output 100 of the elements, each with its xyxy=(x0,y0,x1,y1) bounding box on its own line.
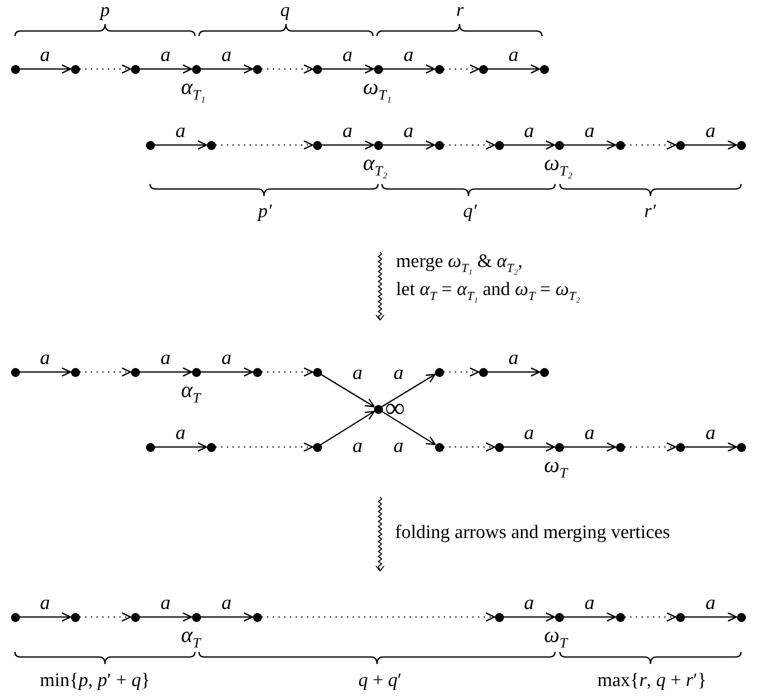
vertex-dot xyxy=(206,442,216,452)
edge-label: a xyxy=(524,423,534,443)
edge-label: a xyxy=(40,45,50,65)
edge-label: a xyxy=(160,593,170,613)
arrow xyxy=(80,367,132,377)
vertex-dot xyxy=(478,368,488,376)
arrow xyxy=(200,64,254,74)
arrow xyxy=(322,140,374,150)
arrow xyxy=(80,612,132,622)
segment-length: p xyxy=(100,0,110,22)
arrow xyxy=(322,64,374,74)
edge-label: a xyxy=(524,593,534,613)
arrow xyxy=(154,140,208,150)
arrow xyxy=(624,612,676,622)
vertex-dot xyxy=(434,64,444,74)
vertex-dot xyxy=(736,140,746,150)
edge-label: a xyxy=(40,593,50,613)
arrow xyxy=(80,64,132,74)
arrow xyxy=(564,612,616,622)
edge-label: a xyxy=(176,121,186,141)
segment-length: q + q′ xyxy=(358,670,402,692)
edge-label: a xyxy=(160,45,170,65)
vertex-dot xyxy=(616,612,624,622)
edge-label: a xyxy=(706,593,716,613)
arrow xyxy=(444,367,480,377)
vertex-dot xyxy=(374,64,382,74)
vertex-dot xyxy=(494,140,504,150)
arrow xyxy=(504,442,556,452)
arrow xyxy=(262,367,314,377)
edge-label: a xyxy=(160,348,170,368)
arrow xyxy=(684,612,738,622)
vertex-dot xyxy=(616,442,624,452)
edge-label: a xyxy=(222,348,232,368)
edge-label: a xyxy=(584,423,594,443)
arrow xyxy=(624,442,676,452)
vertex-dot xyxy=(434,368,444,376)
vertex-dot xyxy=(146,140,154,150)
segment-length: q′ xyxy=(463,201,477,223)
edge-label: a xyxy=(508,45,518,65)
arrow xyxy=(216,442,314,452)
step-note: folding arrows and merging vertices xyxy=(395,522,670,544)
edge-label: a xyxy=(176,423,186,443)
arrow xyxy=(684,442,738,452)
edge-label: a xyxy=(222,45,232,65)
vertex-dot xyxy=(478,64,488,74)
arrow xyxy=(488,64,540,74)
edge-label: a xyxy=(706,121,716,141)
arrow xyxy=(504,612,556,622)
vertex-dot xyxy=(206,140,216,150)
edge-label: a xyxy=(404,121,414,141)
vertex-label: ∞ xyxy=(385,395,405,423)
segment-length: q xyxy=(280,0,290,22)
vertex-dot xyxy=(192,64,200,74)
vertex-label: ω$_{T}$ xyxy=(544,454,568,481)
vertex-dot xyxy=(736,612,746,622)
vertex-label: ω$_{T}$ xyxy=(544,624,568,651)
vertex-dot xyxy=(252,612,262,622)
arrow xyxy=(140,367,192,377)
vertex-dot xyxy=(494,442,504,452)
edge-label: a xyxy=(352,362,362,382)
vertex-label: α$_{T}$ xyxy=(181,624,201,651)
arrow xyxy=(382,64,436,74)
edge-label: a xyxy=(342,45,352,65)
arrow xyxy=(262,64,314,74)
arrow xyxy=(20,612,72,622)
vertex-dot xyxy=(70,612,80,622)
vertex-dot xyxy=(312,368,322,376)
vertex-dot xyxy=(10,612,20,622)
edge-label: a xyxy=(404,45,414,65)
vertex-label: ω$_{T₁}$ xyxy=(363,76,392,103)
segment-length: p′ xyxy=(258,201,272,223)
vertex-dot xyxy=(312,442,322,452)
step-note: let α$_{T}$ = α$_{T₁}$ and ω$_{T}$ = ω$_{T₂}$ xyxy=(396,279,580,305)
vertex-dot xyxy=(192,368,200,376)
step-note: merge ω$_{T₁}$ & α$_{T₂}$, xyxy=(396,251,523,277)
vertex-dot xyxy=(70,64,80,74)
arrow xyxy=(320,374,375,408)
arrow xyxy=(381,410,436,446)
vertex-dot xyxy=(252,64,262,74)
arrow xyxy=(200,612,254,622)
edge-label: a xyxy=(222,593,232,613)
vertex-dot xyxy=(130,64,140,74)
arrow xyxy=(320,410,375,446)
vertex-dot xyxy=(554,442,564,452)
vertex-dot xyxy=(312,140,322,150)
vertex-dot xyxy=(540,64,548,74)
edge-label: a xyxy=(342,121,352,141)
vertex-dot xyxy=(130,368,140,376)
edge-label: a xyxy=(352,436,362,456)
arrow xyxy=(444,140,496,150)
vertex-dot xyxy=(70,368,80,376)
vertex-dot xyxy=(554,140,564,150)
edge-label: a xyxy=(508,348,518,368)
arrow xyxy=(262,612,496,622)
arrow xyxy=(20,64,72,74)
vertex-dot xyxy=(434,140,444,150)
arrow xyxy=(382,374,436,408)
arrow xyxy=(154,442,208,452)
arrow xyxy=(684,140,738,150)
vertex-dot xyxy=(676,140,684,150)
